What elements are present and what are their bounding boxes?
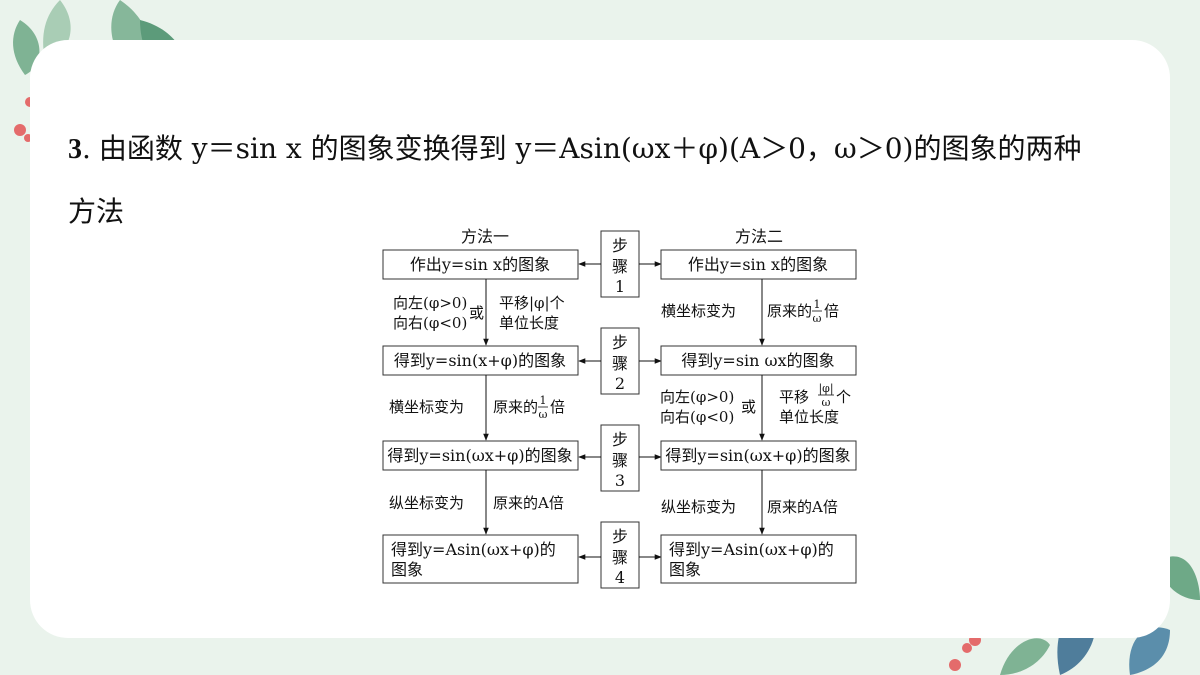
method-1-transform-2: 横坐标变为 原来的 1 ω 倍 (389, 394, 565, 421)
method-2-box-2: 得到y=sin ωx的图象 (660, 345, 857, 376)
m2-t2-or: 或 (741, 398, 756, 416)
item-number: 3 (68, 134, 82, 165)
m2-t2-right-line-2: 单位长度 (779, 408, 839, 426)
m2-t2-right-suffix: 个 (836, 388, 851, 406)
step-4-number: 4 (615, 568, 625, 587)
m1-t2-right-suffix: 倍 (550, 398, 565, 416)
m1-t2-frac-num: 1 (540, 394, 547, 407)
m1-t1-right-line-1: 平移|φ|个 (499, 294, 565, 312)
m1-t2-frac-den: ω (539, 408, 548, 421)
problem-heading: 3.由函数 y＝sin x 的图象变换得到 y＝Asin(ωx＋φ)(A＞0，ω… (68, 118, 1168, 243)
m2-t1-right-prefix: 原来的 (767, 302, 812, 320)
method-2-box-1-text: 作出y=sin x的图象 (688, 255, 828, 274)
transformation-flowchart: 方法一 方法二 步 骤 1 步 骤 2 步 骤 3 步 骤 4 作出y= (382, 227, 857, 589)
method-1-box-1: 作出y=sin x的图象 (382, 249, 579, 280)
step-3-char-2: 骤 (612, 451, 628, 470)
step-2-char-1: 步 (612, 333, 628, 352)
method-2-box-1: 作出y=sin x的图象 (660, 249, 857, 280)
step-2-number: 2 (615, 374, 625, 393)
method-1-box-4: 得到y=Asin(ωx+φ)的 图象 (382, 534, 579, 584)
m2-t3-left: 纵坐标变为 (661, 498, 736, 516)
content-card (30, 40, 1170, 638)
method-2-box-4-line-1: 得到y=Asin(ωx+φ)的 (669, 540, 834, 559)
method-1-box-1-text: 作出y=sin x的图象 (410, 255, 550, 274)
step-1-char-2: 骤 (612, 257, 628, 276)
step-2-char-2: 骤 (612, 354, 628, 373)
method-1-box-4-line-2: 图象 (391, 560, 423, 579)
method-2-box-2-text: 得到y=sin ωx的图象 (681, 351, 834, 370)
step-4-char-1: 步 (612, 527, 628, 546)
m2-t1-right-suffix: 倍 (824, 302, 839, 320)
step-box-4: 步 骤 4 (600, 521, 640, 589)
m2-t2-frac-num: |φ| (818, 382, 833, 396)
m2-t1-left: 横坐标变为 (661, 302, 736, 320)
method-2-transform-1: 横坐标变为 原来的 1 ω 倍 (661, 298, 839, 325)
step-3-number: 3 (615, 471, 625, 490)
method-1-box-2-text: 得到y=sin(x+φ)的图象 (394, 351, 566, 370)
m2-t1-frac-num: 1 (814, 298, 821, 311)
step-4-char-2: 骤 (612, 548, 628, 567)
step-arrows (578, 261, 662, 560)
m1-t1-left-line-2: 向右(φ<0) (393, 314, 467, 332)
m1-t2-right-prefix: 原来的 (493, 398, 538, 416)
step-1-char-1: 步 (612, 236, 628, 255)
step-box-2: 步 骤 2 (600, 327, 640, 395)
m2-t1-frac-den: ω (813, 312, 822, 325)
method-1-box-4-line-1: 得到y=Asin(ωx+φ)的 (391, 540, 556, 559)
step-1-number: 1 (615, 277, 625, 296)
method-2-transform-2: 向左(φ>0) 向右(φ<0) 或 平移 |φ| ω 个 单位长度 (660, 382, 851, 426)
method-1-transform-1: 向左(φ>0) 向右(φ<0) 或 平移|φ|个 单位长度 (393, 294, 565, 332)
method-1-box-3-text: 得到y=sin(ωx+φ)的图象 (387, 446, 572, 465)
m1-t3-left: 纵坐标变为 (389, 494, 464, 512)
method-2-box-3-text: 得到y=sin(ωx+φ)的图象 (665, 446, 850, 465)
item-separator: . (82, 132, 91, 165)
m1-t2-left: 横坐标变为 (389, 398, 464, 416)
heading-text: 由函数 y＝sin x 的图象变换得到 y＝Asin(ωx＋φ)(A＞0，ω＞0… (98, 132, 1082, 165)
m1-t1-right-line-2: 单位长度 (499, 314, 559, 332)
method-1-transform-3: 纵坐标变为 原来的A倍 (389, 494, 564, 512)
method-1-box-2: 得到y=sin(x+φ)的图象 (382, 345, 579, 376)
step-box-3: 步 骤 3 (600, 424, 640, 492)
method-1-title: 方法一 (461, 227, 509, 246)
m1-t3-right: 原来的A倍 (493, 494, 564, 512)
method-2-box-3: 得到y=sin(ωx+φ)的图象 (660, 440, 857, 471)
step-box-1: 步 骤 1 (600, 230, 640, 298)
heading-line-2: 方法 (68, 195, 125, 228)
m2-t2-right-prefix: 平移 (779, 388, 809, 406)
m2-t2-left-line-1: 向左(φ>0) (660, 388, 734, 406)
heading-line-1: 3.由函数 y＝sin x 的图象变换得到 y＝Asin(ωx＋φ)(A＞0，ω… (68, 118, 1168, 181)
step-3-char-1: 步 (612, 430, 628, 449)
method-2-title: 方法二 (735, 227, 783, 246)
m2-t3-right: 原来的A倍 (767, 498, 838, 516)
m1-t1-left-line-1: 向左(φ>0) (393, 294, 467, 312)
m2-t2-left-line-2: 向右(φ<0) (660, 408, 734, 426)
method-2-box-4: 得到y=Asin(ωx+φ)的 图象 (660, 534, 857, 584)
method-2-box-4-line-2: 图象 (669, 560, 701, 579)
method-1-box-3: 得到y=sin(ωx+φ)的图象 (382, 440, 579, 471)
m2-t2-frac-den: ω (822, 396, 831, 409)
method-2-transform-3: 纵坐标变为 原来的A倍 (661, 498, 838, 516)
m1-t1-or: 或 (469, 304, 484, 322)
